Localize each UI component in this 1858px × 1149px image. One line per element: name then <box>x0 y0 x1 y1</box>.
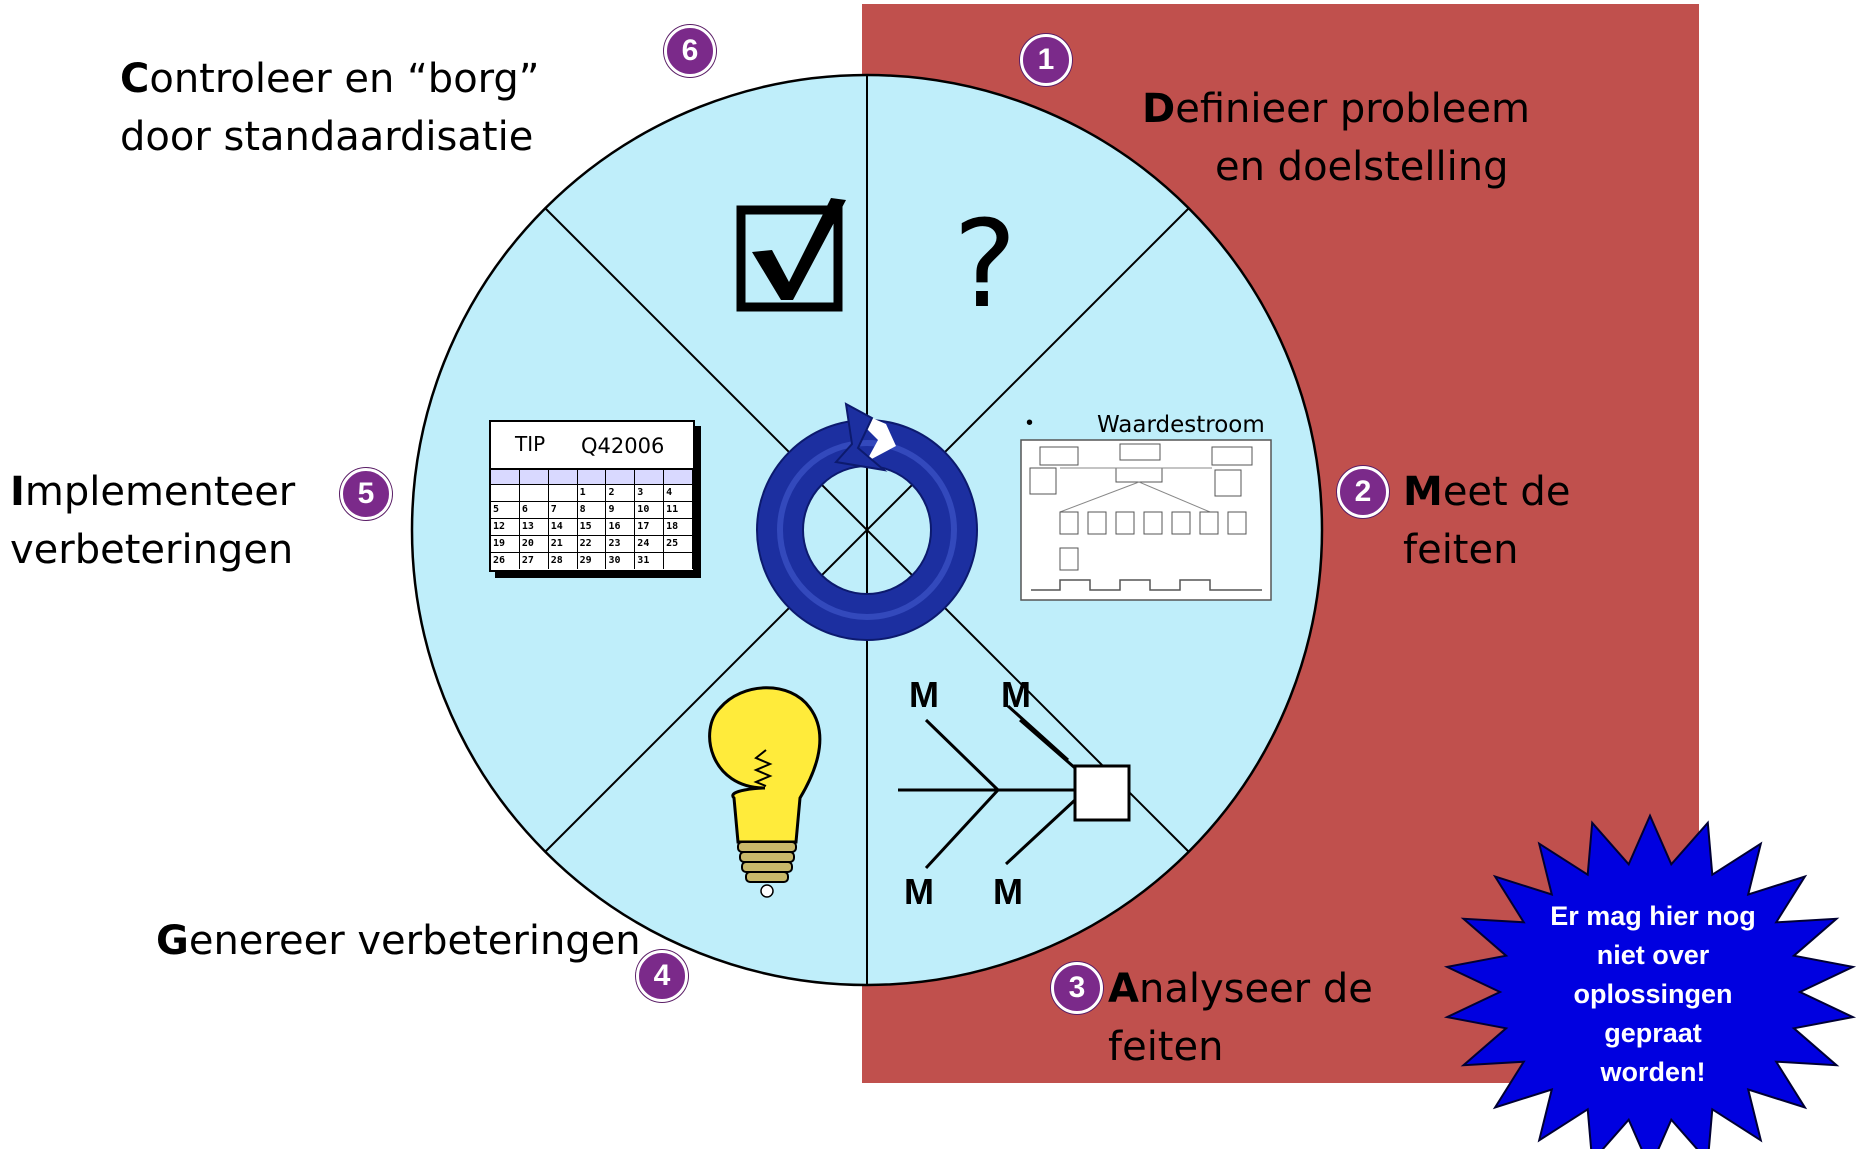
value-stream-bullet: • <box>1026 412 1034 434</box>
sector-dividers <box>544 75 1190 985</box>
calendar-day-cell: 24 <box>635 536 665 552</box>
step-6-text: ontroleer en “borg” <box>149 56 540 102</box>
step-6-label: Controleer en “borg” <box>120 50 540 108</box>
step-5-label: Implementeer <box>10 463 295 521</box>
calendar-day-cell: 31 <box>635 553 665 569</box>
calendar-day-cell: 27 <box>520 553 549 569</box>
calendar-day-cell: 7 <box>549 502 578 518</box>
calendar-day-cell: 4 <box>664 485 694 501</box>
fishbone-m-label: M <box>993 871 1023 912</box>
callout-line: niet over <box>1596 940 1710 970</box>
calendar-day-cell: 12 <box>491 519 520 535</box>
step-2-label-line2: feiten <box>1403 527 1519 573</box>
starburst-callout-shape <box>1443 813 1857 1149</box>
step-2-initial: M <box>1403 469 1443 515</box>
calendar-day-cell: 6 <box>520 502 549 518</box>
calendar-day-cell: 2 <box>606 485 636 501</box>
callout-line: Er mag hier nog <box>1550 901 1756 931</box>
step-3-label-line2: feiten <box>1108 1024 1224 1070</box>
step-1-initial: D <box>1142 86 1176 132</box>
step-2-number-badge: 2 <box>1337 466 1389 518</box>
calendar-day-cell: 23 <box>606 536 636 552</box>
calendar-day-cell <box>664 553 694 569</box>
callout-line: worden! <box>1600 1057 1706 1087</box>
calendar-day-cell: 19 <box>491 536 520 552</box>
step-5-initial: I <box>10 469 25 515</box>
value-stream-title: Waardestroom <box>1097 412 1265 438</box>
lightbulb-icon <box>708 686 822 898</box>
calendar-day-cell <box>520 485 549 501</box>
calendar-header-row <box>491 468 694 484</box>
step-5-text: mplementeer <box>24 469 296 515</box>
calendar-code: Q42006 <box>581 434 665 458</box>
calendar-day-cell: 8 <box>578 502 607 518</box>
calendar-day-cell: 5 <box>491 502 520 518</box>
step-4-initial: G <box>156 918 189 964</box>
calendar-title: TIP <box>515 432 546 456</box>
calendar-day-cell: 26 <box>491 553 520 569</box>
calendar-day-cell: 13 <box>520 519 549 535</box>
step-5-number-badge: 5 <box>340 468 392 520</box>
fishbone-m-label: M <box>904 871 934 912</box>
calendar-day-cell: 29 <box>578 553 607 569</box>
calendar-day-cell: 17 <box>635 519 665 535</box>
calendar-day-cell: 11 <box>664 502 694 518</box>
step-1-label-line2: en doelstelling <box>1215 144 1509 190</box>
checkbox-icon <box>736 198 846 312</box>
step-6-initial: C <box>120 56 150 102</box>
fishbone-m-label: M <box>1001 674 1031 715</box>
calendar-day-cell: 20 <box>520 536 549 552</box>
calendar-day-cell: 18 <box>664 519 694 535</box>
step-1-number-badge: 1 <box>1020 34 1072 86</box>
step-6-number-badge: 6 <box>664 25 716 77</box>
cycle-arrow-icon <box>756 402 978 641</box>
calendar-day-cell <box>491 485 520 501</box>
calendar-day-cell: 1 <box>578 485 607 501</box>
step-4-label: Genereer verbeteringen <box>156 912 641 970</box>
step-3-initial: A <box>1108 966 1139 1012</box>
question-mark-icon: ? <box>953 196 1017 335</box>
step-4-text: enereer verbeteringen <box>188 918 641 964</box>
calendar-day-cell: 9 <box>606 502 636 518</box>
step-6-label-line2: door standaardisatie <box>120 114 534 160</box>
calendar-day-cell: 22 <box>578 536 607 552</box>
calendar-day-cell: 25 <box>664 536 694 552</box>
step-3-text: nalyseer de <box>1138 966 1373 1012</box>
fishbone-diagram-icon <box>898 704 1131 870</box>
step-1-label: Definieer probleem <box>1142 80 1530 138</box>
step-3-number-badge: 3 <box>1051 962 1103 1014</box>
calendar-day-cell: 21 <box>549 536 578 552</box>
callout-text: Er mag hier nog niet over oplossingen ge… <box>1508 897 1798 1092</box>
step-2-text: eet de <box>1442 469 1571 515</box>
calendar-day-cell: 15 <box>578 519 607 535</box>
step-5-label-line2: verbeteringen <box>10 527 294 573</box>
calendar-day-cell <box>549 485 578 501</box>
fishbone-m-label: M <box>909 674 939 715</box>
value-stream-map-icon <box>1020 439 1272 601</box>
calendar-day-cell: 14 <box>549 519 578 535</box>
calendar-day-cell: 16 <box>606 519 636 535</box>
calendar-day-cell: 3 <box>635 485 665 501</box>
callout-line: gepraat <box>1604 1018 1702 1048</box>
calendar-day-cell: 30 <box>606 553 636 569</box>
step-1-text: efinieer probleem <box>1175 86 1530 132</box>
calendar-day-cell: 10 <box>635 502 665 518</box>
step-3-label: Analyseer de <box>1108 960 1373 1018</box>
callout-line: oplossingen <box>1573 979 1733 1009</box>
step-4-number-badge: 4 <box>636 950 688 1002</box>
step-2-label: Meet de <box>1403 463 1570 521</box>
calendar-day-cell: 28 <box>549 553 578 569</box>
